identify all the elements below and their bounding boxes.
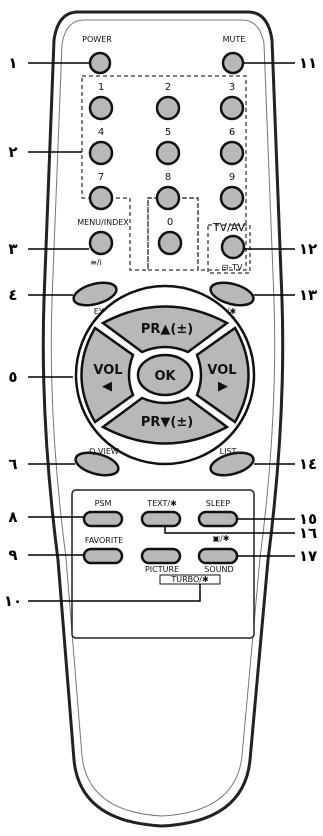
remote-body-inner <box>50 19 276 817</box>
callout-3: ٣ <box>8 240 17 258</box>
menu-sub-label: ≡/i <box>90 258 102 267</box>
sleep-button[interactable] <box>197 510 239 528</box>
digit-grid <box>88 95 245 256</box>
text-button[interactable] <box>140 510 182 528</box>
pr-down-button[interactable] <box>100 396 230 445</box>
favorite-button[interactable] <box>82 547 124 565</box>
turbo-label: TURBO/✱ <box>170 575 209 584</box>
callout-4: ٤ <box>8 286 17 304</box>
vol-right-label: VOL <box>207 363 236 378</box>
sleep-label: SLEEP <box>206 499 231 508</box>
power-button[interactable] <box>88 51 112 75</box>
qview-label: Q.VIEW <box>89 447 119 456</box>
favorite-label: FAVORITE <box>85 536 123 545</box>
sound-button[interactable] <box>197 547 239 565</box>
digit-7-button[interactable] <box>88 185 114 211</box>
psm-button[interactable] <box>82 510 124 528</box>
digit-9-button[interactable] <box>219 185 245 211</box>
pr-up-label: PR▲(±) <box>141 322 193 337</box>
power-label: POWER <box>82 35 112 44</box>
qview-button[interactable] <box>73 449 121 480</box>
digit-6-button[interactable] <box>219 140 245 166</box>
digit-8-button[interactable] <box>155 185 181 211</box>
callout-17: ١٧ <box>299 547 317 565</box>
callout-9: ٩ <box>8 546 17 564</box>
io-button[interactable] <box>208 279 256 310</box>
vol-right-arrow: ▶ <box>218 379 228 394</box>
sleep-sub-label: ▣/✱ <box>213 534 230 543</box>
digit-0-button[interactable] <box>157 230 183 256</box>
eye-button[interactable] <box>71 279 119 310</box>
tv-mode-label: ⊟–TV <box>221 263 243 272</box>
vol-left-label: VOL <box>93 363 122 378</box>
pr-down-label: PR▼(±) <box>141 415 193 430</box>
digit-5-label: 5 <box>165 127 171 138</box>
turbo-bracket <box>159 574 221 585</box>
tv-av-label: TV/AV <box>212 221 246 234</box>
digit-6-label: 6 <box>229 127 235 138</box>
digit-2-button[interactable] <box>155 95 181 121</box>
digit-3-button[interactable] <box>219 95 245 121</box>
list-button[interactable] <box>208 449 256 480</box>
digit-2-label: 2 <box>165 82 171 93</box>
digit-4-label: 4 <box>98 127 104 138</box>
callout-8: ٨ <box>8 508 17 526</box>
callout-5: ٥ <box>8 368 17 386</box>
callout-lines <box>28 62 295 602</box>
picture-button[interactable] <box>140 547 182 565</box>
menu-index-button[interactable] <box>88 230 114 256</box>
vol-left-button[interactable] <box>80 326 135 424</box>
psm-label: PSM <box>95 499 112 508</box>
digit-3-label: 3 <box>229 82 235 93</box>
menu-index-label: MENU/INDEX <box>77 218 129 227</box>
callout-15: ١٥ <box>299 510 317 528</box>
digit-0-label: 0 <box>167 217 173 228</box>
callout-16: ١٦ <box>299 524 317 542</box>
callout-11: ١١ <box>299 54 317 72</box>
digit-1-button[interactable] <box>88 95 114 121</box>
callout-10: ١٠ <box>4 592 22 610</box>
callout-14: ١٤ <box>299 455 317 473</box>
digit-9-label: 9 <box>229 172 235 183</box>
digit-4-button[interactable] <box>88 140 114 166</box>
picture-label: PICTURE <box>145 565 179 574</box>
callout-13: ١٣ <box>299 286 317 304</box>
mute-button[interactable] <box>221 51 245 75</box>
list-label: LIST <box>220 447 237 456</box>
callout-1: ١ <box>8 54 17 72</box>
callout-2: ٢ <box>8 143 17 161</box>
digit-5-button[interactable] <box>155 140 181 166</box>
sound-label: SOUND <box>204 565 233 574</box>
digit-7-label: 7 <box>98 172 104 183</box>
pr-up-button[interactable] <box>100 305 230 354</box>
digit-8-label: 8 <box>165 172 171 183</box>
tv-av-button[interactable] <box>220 234 246 260</box>
mute-label: MUTE <box>223 35 246 44</box>
vol-right-button[interactable] <box>195 326 250 424</box>
callout-12: ١٢ <box>299 240 317 258</box>
ok-button[interactable] <box>136 353 194 397</box>
ok-label: OK <box>154 369 176 384</box>
text-label: TEXT/✱ <box>146 499 177 508</box>
callout-6: ٦ <box>8 455 17 473</box>
digit-1-label: 1 <box>98 82 104 93</box>
vol-left-arrow: ◀ <box>102 379 112 394</box>
